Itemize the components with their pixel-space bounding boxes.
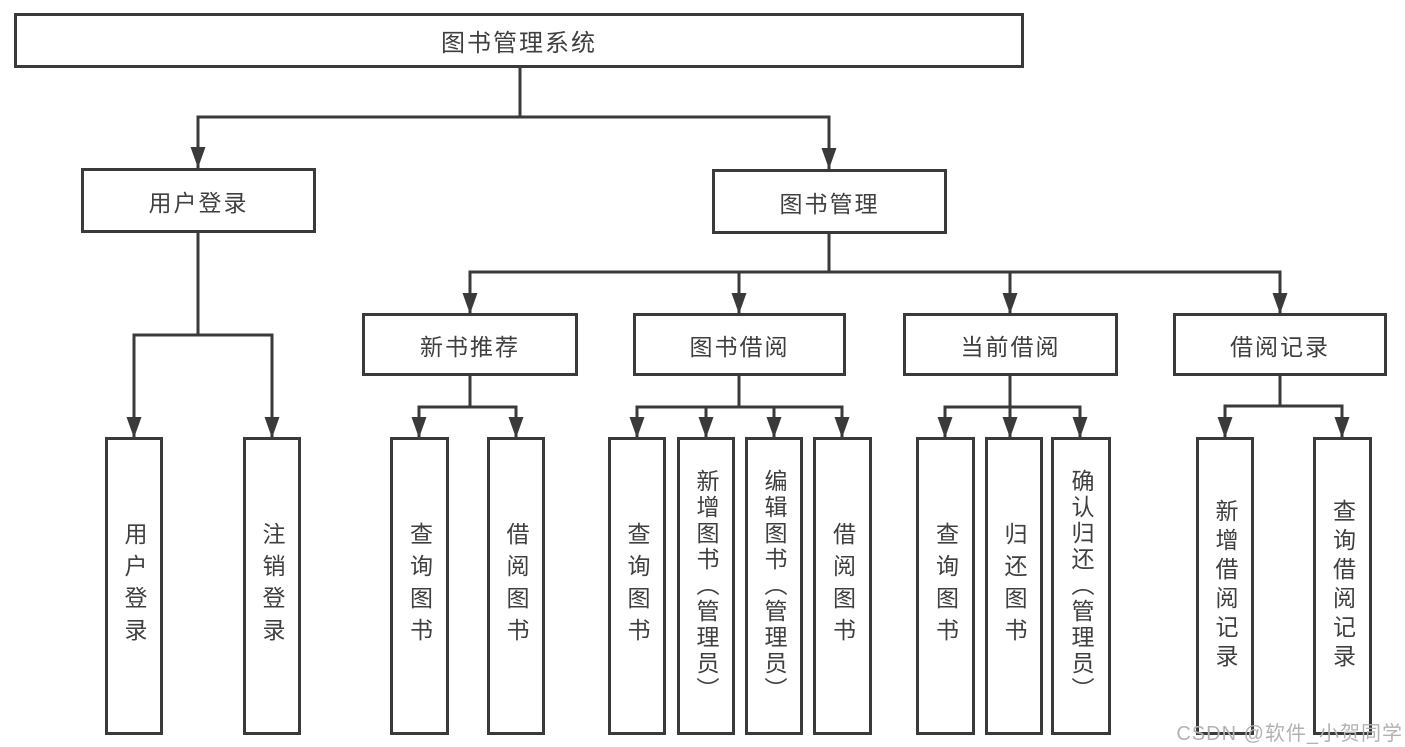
leaf-borrow-edit-books-admin: 编辑图书（管理员） — [745, 437, 803, 735]
node-user-login: 用户登录 — [81, 168, 316, 233]
node-label: 注销登录 — [259, 522, 285, 650]
node-label: 确认归还（管理员） — [1068, 469, 1094, 703]
leaf-user-login: 用户登录 — [105, 437, 163, 735]
edge-trunks — [132, 66, 1344, 409]
node-label: 图书借阅 — [689, 333, 790, 360]
node-library-system: 图书管理系统 — [14, 13, 1024, 68]
node-label: 查询图书 — [932, 522, 959, 650]
leaf-newrec-query-books: 查询图书 — [390, 437, 449, 735]
node-label: 图书管理系统 — [441, 30, 597, 57]
node-label: 编辑图书（管理员） — [761, 469, 787, 703]
node-label: 查询图书 — [406, 522, 433, 650]
leaf-records-add-record: 新增借阅记录 — [1196, 437, 1254, 735]
node-label: 借阅图书 — [829, 522, 856, 650]
node-current-borrowing: 当前借阅 — [903, 313, 1118, 376]
node-label: 用户登录 — [121, 522, 147, 650]
node-label: 新书推荐 — [420, 333, 520, 360]
node-new-book-recommend: 新书推荐 — [362, 313, 578, 376]
node-book-management: 图书管理 — [712, 169, 947, 234]
node-label: 查询图书 — [624, 522, 650, 650]
leaf-current-query-books: 查询图书 — [916, 437, 975, 735]
leaf-borrow-query-books: 查询图书 — [608, 437, 666, 735]
leaf-records-query-record: 查询借阅记录 — [1313, 437, 1372, 735]
node-label: 归还图书 — [1001, 522, 1027, 650]
node-label: 新增借阅记录 — [1212, 499, 1238, 673]
leaf-borrow-borrow-books: 借阅图书 — [813, 437, 872, 735]
leaf-current-return-books: 归还图书 — [985, 437, 1043, 735]
leaf-newrec-borrow-books: 借阅图书 — [487, 437, 545, 735]
node-label: 借阅图书 — [503, 522, 529, 650]
node-label: 用户登录 — [148, 189, 249, 216]
node-label: 当前借阅 — [960, 333, 1061, 360]
leaf-logout: 注销登录 — [243, 437, 301, 735]
leaf-current-confirm-return-admin: 确认归还（管理员） — [1051, 437, 1111, 735]
leaf-borrow-add-books-admin: 新增图书（管理员） — [677, 437, 735, 735]
watermark: CSDN @软件_小贺同学 — [1176, 723, 1403, 745]
node-label: 查询借阅记录 — [1329, 499, 1356, 673]
node-label: 图书管理 — [779, 190, 880, 217]
node-label: 新增图书（管理员） — [693, 469, 719, 703]
node-borrowing-records: 借阅记录 — [1173, 313, 1387, 376]
node-label: 借阅记录 — [1230, 333, 1330, 360]
node-book-borrowing: 图书借阅 — [633, 313, 846, 376]
